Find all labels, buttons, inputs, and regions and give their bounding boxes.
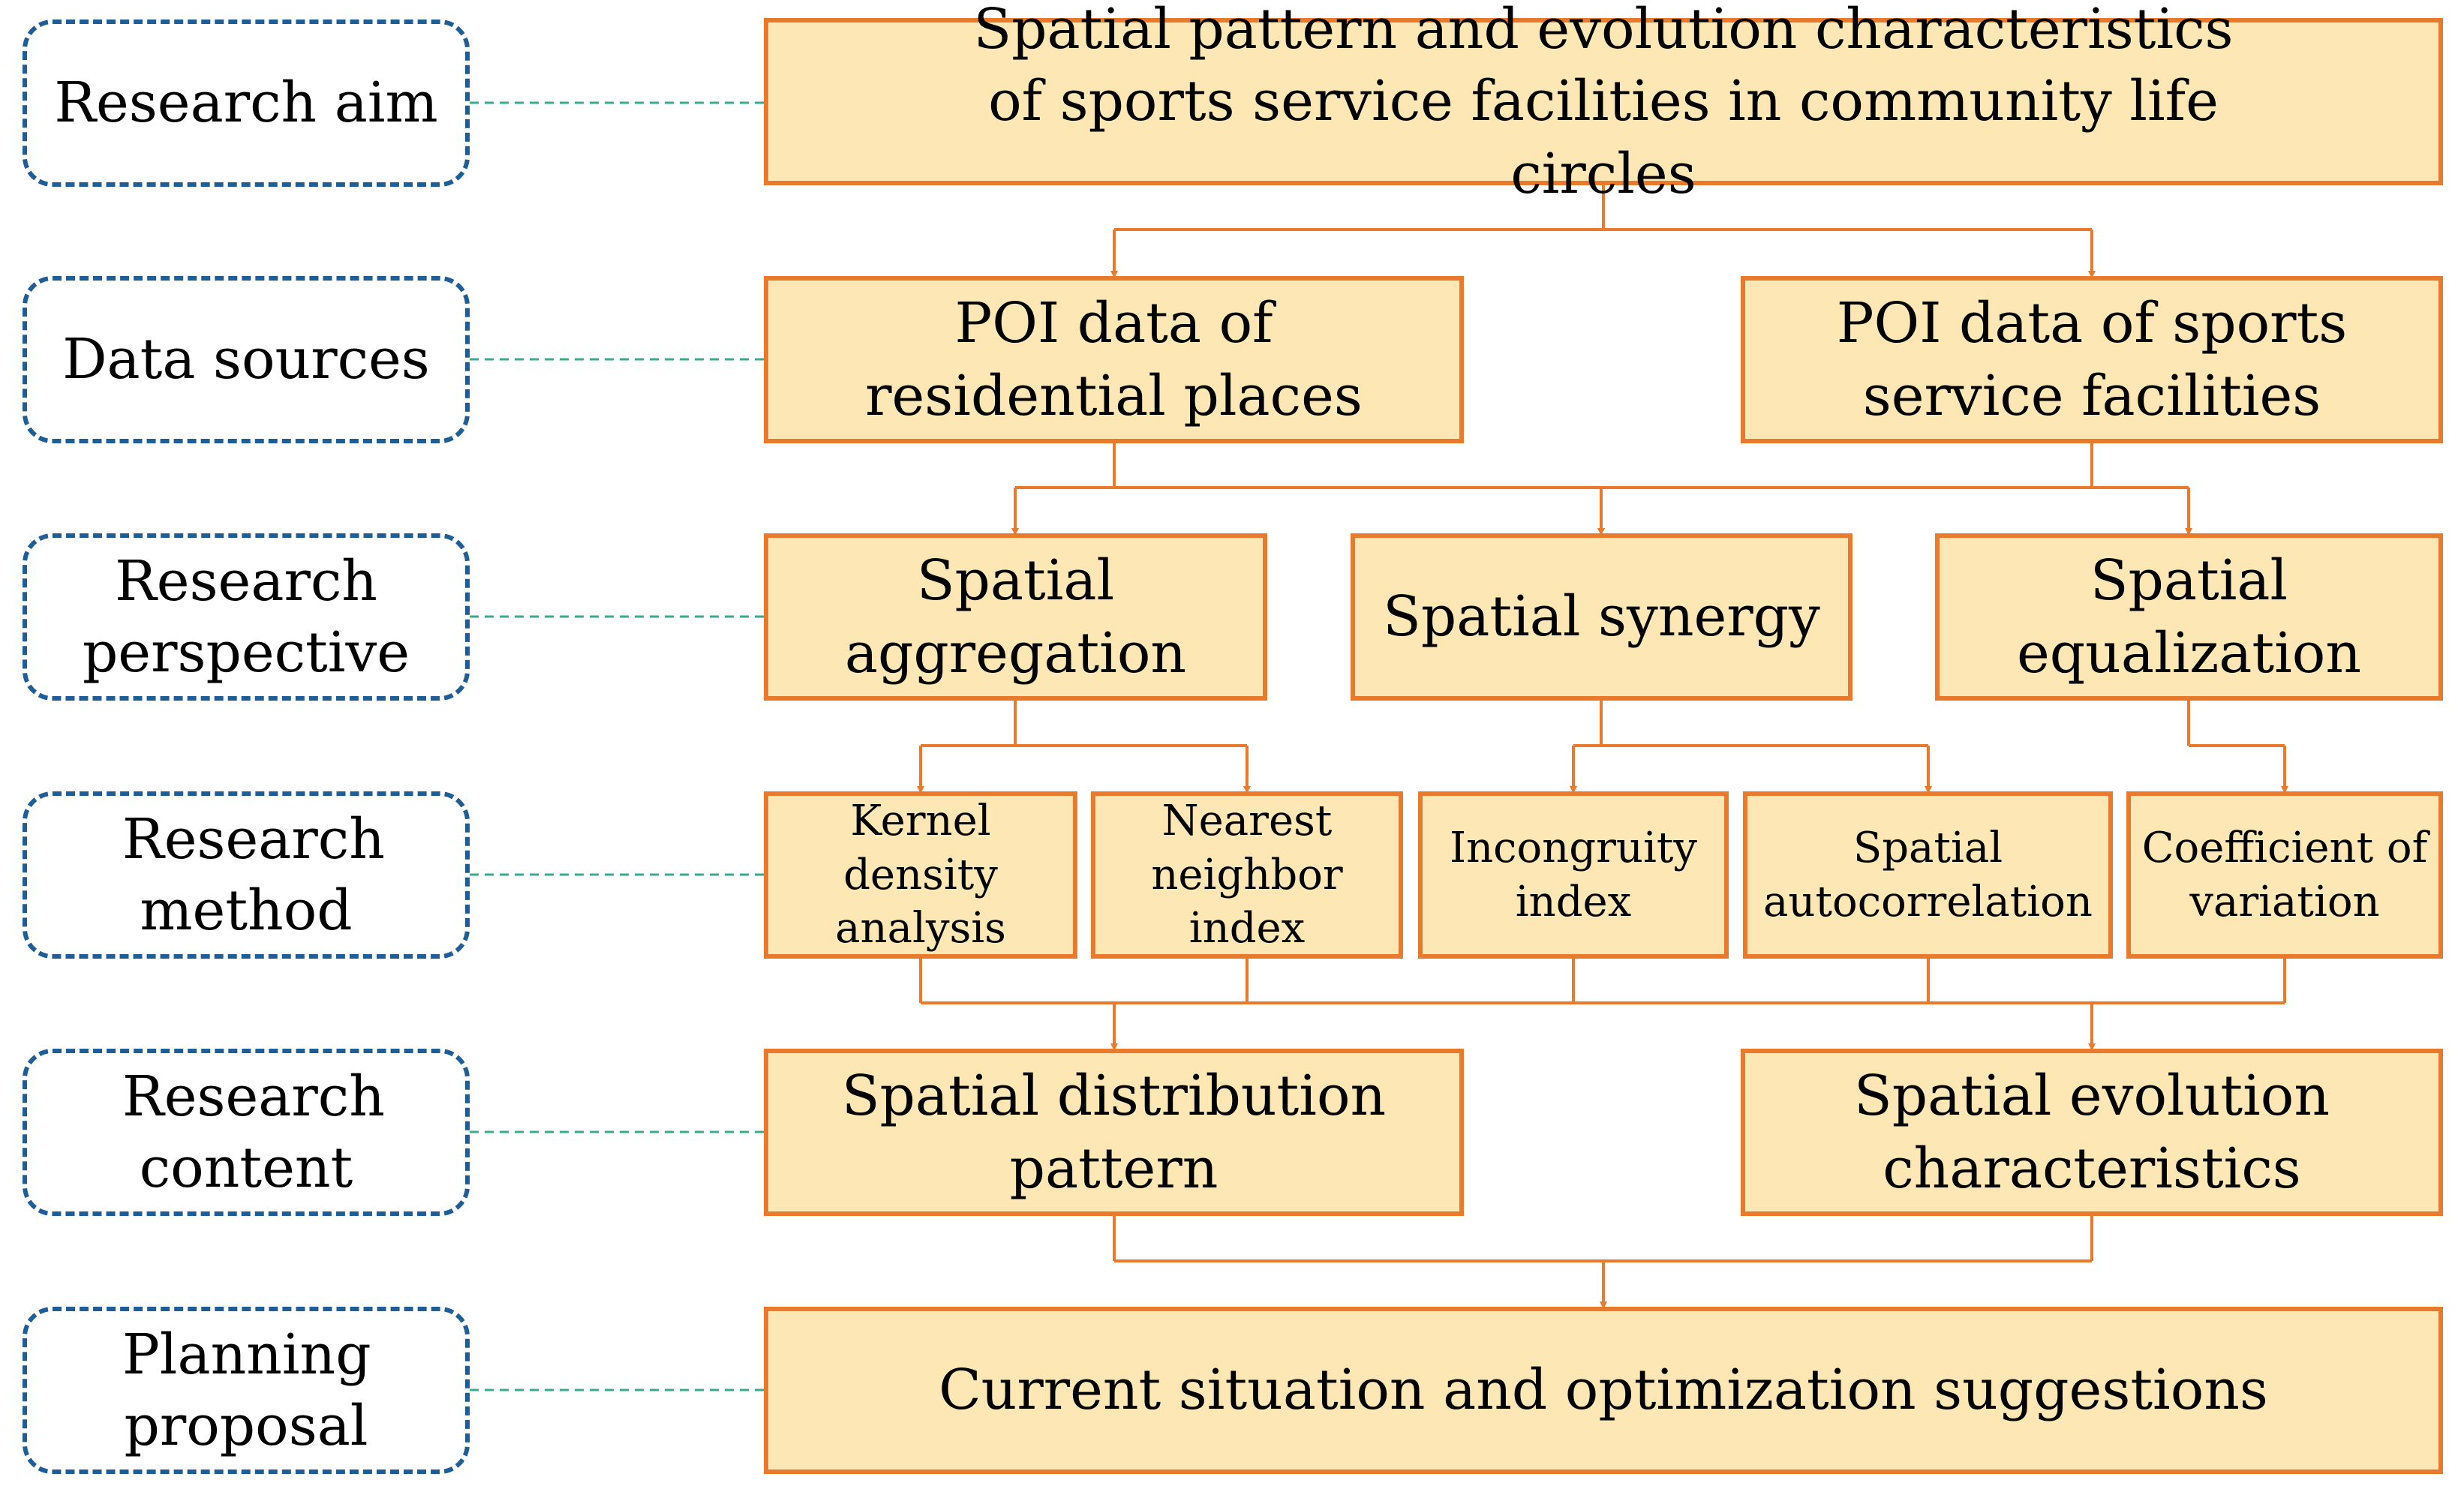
side-connectors xyxy=(470,101,764,1391)
side-label-research-method: Research method xyxy=(23,791,470,959)
box-text: Spatial equalization xyxy=(2017,548,2361,686)
box-poi-sports: POI data of sports service facilities xyxy=(1741,276,2443,443)
box-text: Spatial pattern and evolution characteri… xyxy=(973,0,2234,206)
box-text: Incongruity index xyxy=(1449,823,1698,926)
side-label-text: Data sources xyxy=(62,327,430,392)
box-spatial-equalization: Spatial equalization xyxy=(1935,533,2443,701)
box-text: Kernel density analysis xyxy=(835,797,1006,953)
side-label-planning-proposal: Planning proposal xyxy=(23,1307,470,1474)
box-nearest-neighbor: Nearest neighbor index xyxy=(1091,791,1403,959)
box-research-aim: Spatial pattern and evolution characteri… xyxy=(764,0,2443,206)
box-spatial-aggregation: Spatial aggregation xyxy=(764,533,1267,701)
box-spatial-synergy: Spatial synergy xyxy=(1351,533,1853,701)
box-text: Spatial evolution characteristics xyxy=(1854,1064,2330,1201)
side-label-data-sources: Data sources xyxy=(23,276,470,443)
side-label-text: Research perspective xyxy=(82,548,410,685)
box-spatial-evolution: Spatial evolution characteristics xyxy=(1741,1049,2443,1216)
box-text: Spatial distribution pattern xyxy=(841,1064,1387,1201)
box-kernel-density: Kernel density analysis xyxy=(764,791,1077,959)
box-text: Nearest neighbor index xyxy=(1151,797,1343,953)
box-text: Current situation and optimization sugge… xyxy=(939,1358,2268,1423)
side-label-text: Research method xyxy=(122,806,385,943)
box-text: Spatial autocorrelation xyxy=(1763,823,2093,926)
box-text: POI data of sports service facilities xyxy=(1836,291,2348,428)
side-label-text: Research content xyxy=(122,1064,385,1200)
side-label-research-aim: Research aim xyxy=(23,20,470,187)
side-label-text: Research aim xyxy=(54,71,438,136)
box-text: Coefficient of variation xyxy=(2141,823,2428,926)
box-incongruity-index: Incongruity index xyxy=(1418,791,1729,959)
box-poi-residential: POI data of residential places xyxy=(764,276,1464,443)
box-current-situation: Current situation and optimization sugge… xyxy=(764,1307,2443,1474)
side-label-text: Planning proposal xyxy=(122,1322,371,1458)
side-label-research-perspective: Research perspective xyxy=(23,533,470,701)
box-spatial-autocorrelation: Spatial autocorrelation xyxy=(1743,791,2113,959)
box-coefficient-variation: Coefficient of variation xyxy=(2126,791,2443,959)
box-spatial-distribution: Spatial distribution pattern xyxy=(764,1049,1464,1216)
box-text: POI data of residential places xyxy=(865,291,1363,428)
box-text: Spatial aggregation xyxy=(844,548,1187,686)
side-label-research-content: Research content xyxy=(23,1049,470,1216)
box-text: Spatial synergy xyxy=(1383,584,1820,650)
